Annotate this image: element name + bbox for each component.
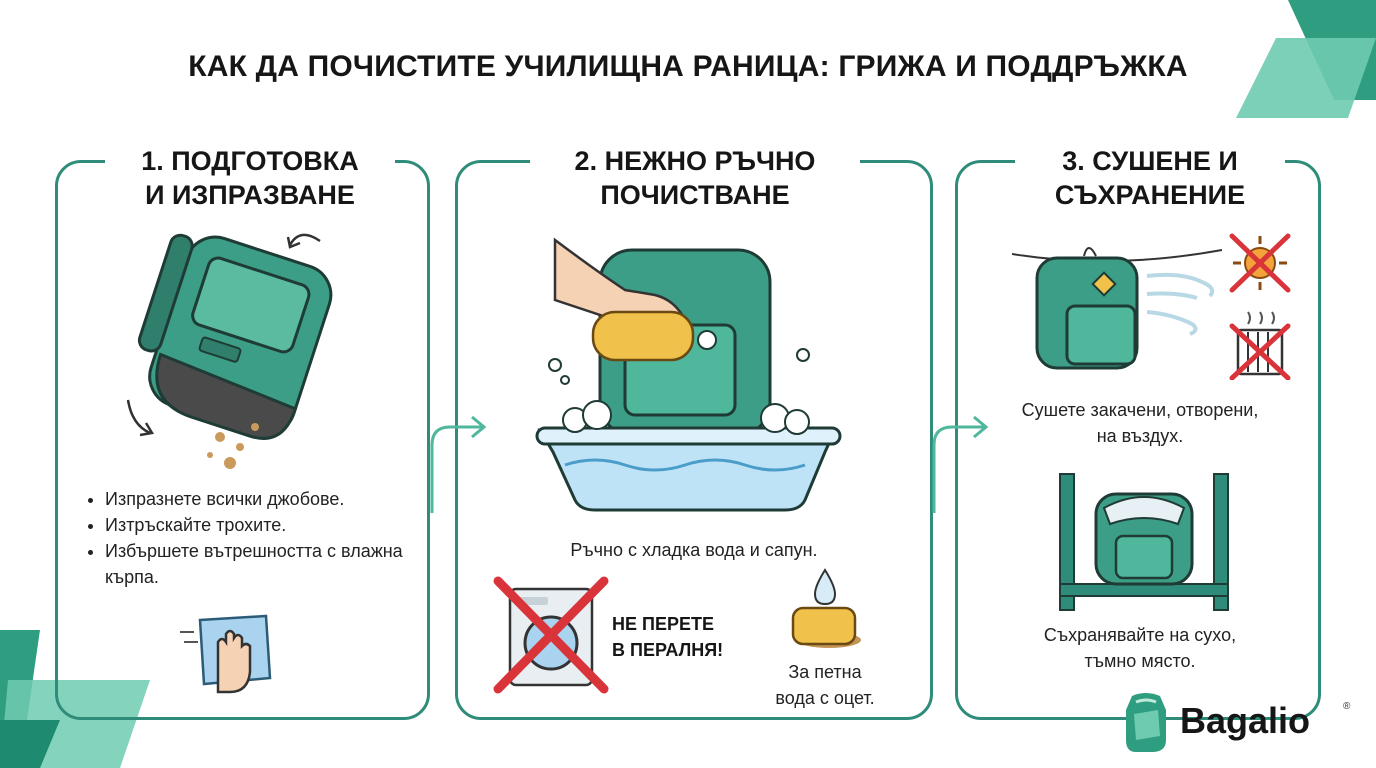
step-3-title: 3. СУШЕНЕ И СЪХРАНЕНИЕ bbox=[1015, 144, 1285, 212]
stain-tip: За петна вода с оцет. bbox=[775, 662, 875, 708]
no-sun-icon bbox=[1229, 233, 1291, 293]
step-2-caption: Ръчно с хладка вода и сапун. bbox=[570, 540, 818, 560]
bagalio-logo-icon bbox=[1126, 693, 1166, 752]
storage-tip: Съхранявайте на сухо, тъмно място. bbox=[1043, 625, 1237, 671]
shelf-backpack-icon bbox=[1059, 473, 1229, 611]
corner-decoration-bottom-left bbox=[0, 630, 150, 768]
registered-mark: ® bbox=[1343, 701, 1351, 712]
sponge-vinegar-icon bbox=[791, 568, 861, 648]
drying-tip: Сушете закачени, отворени, на въздух. bbox=[1021, 400, 1259, 446]
brand-name: Bagalio bbox=[1180, 700, 1311, 741]
arrow-right-icon bbox=[430, 415, 487, 513]
no-washing-machine-warning: НЕ ПЕРЕТЕ В ПЕРАЛНЯ! bbox=[612, 614, 724, 660]
list-item: Изтръскайте трохите. bbox=[105, 512, 435, 538]
step-2-title: 2. НЕЖНО РЪЧНО ПОЧИСТВАНЕ bbox=[530, 144, 860, 212]
backpack-shake-icon bbox=[126, 233, 333, 469]
hanging-backpack-icon bbox=[1012, 247, 1222, 370]
corner-decoration-top-right bbox=[1236, 0, 1376, 118]
step-1-bullet-list: Изпразнете всички джобове. Изтръскайте т… bbox=[85, 486, 435, 590]
list-item: Изпразнете всички джобове. bbox=[105, 486, 435, 512]
arrow-right-icon bbox=[932, 415, 989, 513]
cloth-wipe-icon bbox=[180, 614, 272, 694]
no-radiator-icon bbox=[1229, 311, 1291, 380]
no-washing-machine-icon bbox=[493, 576, 609, 694]
page-title: КАК ДА ПОЧИСТИТЕ УЧИЛИЩНА РАНИЦА: ГРИЖА … bbox=[188, 50, 1188, 83]
list-item: Избършете вътрешността с влажна кърпа. bbox=[105, 538, 435, 590]
hand-wash-basin-icon bbox=[535, 237, 842, 512]
step-1-title: 1. ПОДГОТОВКА И ИЗПРАЗВАНЕ bbox=[105, 144, 395, 212]
